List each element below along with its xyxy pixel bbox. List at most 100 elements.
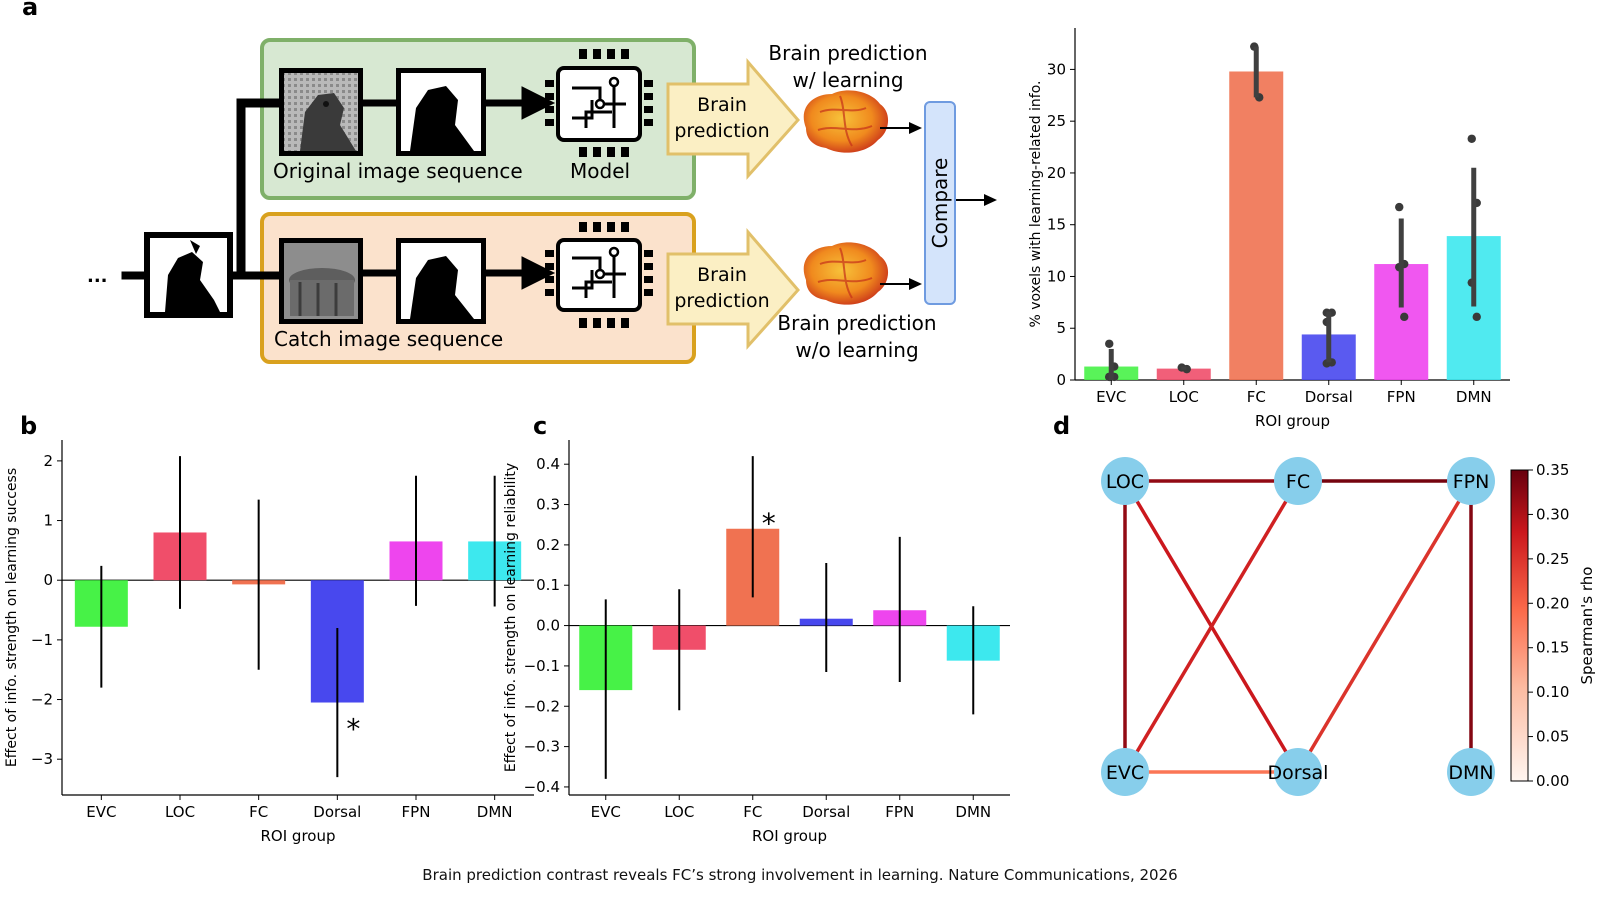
y-tick-label: 10 <box>1047 267 1066 285</box>
colorbar-tick-label: 0.00 <box>1536 772 1569 790</box>
node-label: FC <box>1286 471 1310 493</box>
y-tick-label: 5 <box>1056 319 1066 337</box>
brain-prediction-text-2: prediction <box>674 290 769 312</box>
with-learning-label-1: Brain prediction <box>768 41 927 65</box>
brain-prediction-text-1: Brain <box>697 264 747 286</box>
x-tick-label: FPN <box>885 803 914 821</box>
x-tick-label: DMN <box>955 803 991 821</box>
node-fpn <box>1447 457 1495 505</box>
model-chip-icon <box>545 49 653 157</box>
colorbar-tick-label: 0.10 <box>1536 683 1569 701</box>
node-loc <box>1101 457 1149 505</box>
brain-prediction-text-2: prediction <box>674 120 769 142</box>
data-point <box>1467 134 1476 143</box>
compare-box <box>924 101 956 305</box>
colorbar-tick-label: 0.30 <box>1536 505 1569 523</box>
model-label: Model <box>570 159 630 183</box>
edge-fpn-dorsal <box>1296 480 1473 773</box>
y-tick-label: 0 <box>43 571 53 589</box>
model-chip-icon <box>545 222 653 328</box>
brain-prediction-arrow <box>666 227 800 350</box>
x-tick-label: FPN <box>402 803 431 821</box>
masked-image-start <box>144 232 233 318</box>
node-label: EVC <box>1106 762 1144 784</box>
catch-masked-image <box>396 238 486 324</box>
x-axis-label: ROI group <box>1255 412 1330 430</box>
brain-icon <box>803 242 889 305</box>
y-tick-label: 0.0 <box>536 617 560 635</box>
colorbar-tick-label: 0.35 <box>1536 461 1569 479</box>
x-tick-label: LOC <box>1169 388 1199 406</box>
original-masked-image <box>396 68 486 156</box>
x-tick-label: FPN <box>1387 388 1416 406</box>
y-tick-label: 25 <box>1047 112 1066 130</box>
y-tick-label: 0 <box>1056 371 1066 389</box>
original-dog-image <box>279 68 363 156</box>
brain-prediction-arrow <box>666 57 800 180</box>
x-tick-label: Dorsal <box>313 803 361 821</box>
to-compare-arrows <box>880 122 997 290</box>
catch-sequence-label: Catch image sequence <box>274 327 503 351</box>
y-tick-label: −3 <box>31 750 53 768</box>
data-point <box>1105 339 1114 348</box>
x-tick-label: LOC <box>664 803 694 821</box>
flow-connectors <box>121 86 556 290</box>
colorbar-tick-label: 0.25 <box>1536 550 1569 568</box>
y-tick-label: 1 <box>43 512 53 530</box>
y-tick-label: 0.1 <box>536 576 560 594</box>
panel-a-schematic: a ... <box>22 0 997 364</box>
catch-barrel-image <box>279 238 363 324</box>
panel-d-label: d <box>1053 412 1070 440</box>
x-tick-label: DMN <box>477 803 513 821</box>
x-tick-label: EVC <box>1096 388 1126 406</box>
x-tick-label: FC <box>249 803 268 821</box>
x-tick-label: DMN <box>1456 388 1492 406</box>
significance-marker: * <box>346 713 360 746</box>
node-label: LOC <box>1106 471 1144 493</box>
y-axis-label: Effect of info. strength on learning rel… <box>503 463 519 772</box>
x-tick-label: Dorsal <box>1305 388 1353 406</box>
data-point <box>1400 312 1409 322</box>
node-fc <box>1274 457 1322 505</box>
brain-icon <box>803 90 889 153</box>
bar-fc <box>1229 71 1284 380</box>
x-axis-label: ROI group <box>752 827 827 845</box>
x-tick-label: Dorsal <box>802 803 850 821</box>
y-axis-label: Effect of info. strength on learning suc… <box>4 468 20 767</box>
sequence-ellipsis: ... <box>87 266 108 287</box>
x-tick-label: LOC <box>165 803 195 821</box>
y-tick-label: −0.3 <box>524 738 560 756</box>
y-tick-label: −0.4 <box>524 778 560 796</box>
colorbar <box>1510 469 1529 782</box>
colorbar-tick-label: 0.20 <box>1536 594 1569 612</box>
colorbar-tick-label: 0.05 <box>1536 728 1569 746</box>
y-tick-label: 0.4 <box>536 455 560 473</box>
panel-b-label: b <box>20 412 37 440</box>
colorbar-label: Spearman's rho <box>1578 567 1596 685</box>
y-tick-label: 0.3 <box>536 496 560 514</box>
x-axis-label: ROI group <box>261 827 336 845</box>
y-tick-label: 20 <box>1047 164 1066 182</box>
y-tick-label: −1 <box>31 631 53 649</box>
original-sequence-label: Original image sequence <box>273 159 523 183</box>
bar-loc <box>1156 368 1211 380</box>
node-evc <box>1101 748 1149 796</box>
y-tick-label: 0.2 <box>536 536 560 554</box>
y-tick-label: 30 <box>1047 60 1066 78</box>
node-dmn <box>1447 748 1495 796</box>
brain-prediction-text-1: Brain <box>697 94 747 116</box>
x-tick-label: EVC <box>591 803 621 821</box>
x-tick-label: FC <box>1247 388 1266 406</box>
colorbar-tick-label: 0.15 <box>1536 639 1569 657</box>
y-tick-label: 15 <box>1047 216 1066 234</box>
without-learning-label-1: Brain prediction <box>777 311 936 335</box>
edge-fc-evc <box>1123 480 1300 773</box>
y-tick-label: −0.2 <box>524 697 560 715</box>
node-label: DMN <box>1448 762 1493 784</box>
node-label: Dorsal <box>1268 762 1329 784</box>
with-learning-label-2: w/ learning <box>792 68 903 92</box>
